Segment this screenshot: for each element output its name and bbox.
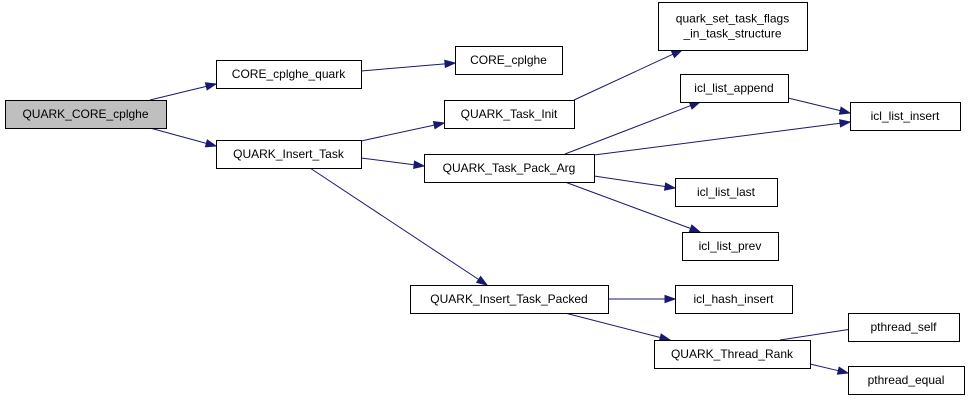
arrowhead-icon xyxy=(670,49,684,59)
arrowhead-icon xyxy=(688,101,702,110)
arrowhead-icon xyxy=(839,119,852,128)
node-box xyxy=(682,232,779,261)
arrowhead-icon xyxy=(663,182,677,191)
edge-n6-n10 xyxy=(564,181,702,233)
arrowhead-icon xyxy=(838,106,852,115)
arrowhead-icon xyxy=(475,275,489,286)
edge-n7-n8 xyxy=(787,97,852,115)
edge-line xyxy=(149,127,207,144)
node-icl-list-prev[interactable]: icl_list_prev xyxy=(682,232,779,261)
node-box xyxy=(680,74,789,103)
node-label: icl_list_prev xyxy=(699,239,762,253)
arrowhead-icon xyxy=(204,139,218,148)
node-core-cplghe-quark[interactable]: CORE_cplghe_quark xyxy=(216,60,362,89)
node-label: _in_task_structure xyxy=(682,27,781,41)
arrowhead-icon xyxy=(204,82,218,91)
node-box xyxy=(850,102,961,131)
edge-n3-n4 xyxy=(360,121,446,142)
node-label: QUARK_Task_Pack_Arg xyxy=(443,161,576,175)
node-label: QUARK_Thread_Rank xyxy=(671,347,794,361)
node-label: CORE_cplghe_quark xyxy=(232,67,346,81)
node-quark-core-cplghe[interactable]: QUARK_CORE_cplghe xyxy=(5,100,167,129)
node-box xyxy=(5,100,167,129)
edge-line xyxy=(809,363,839,372)
node-box xyxy=(216,140,362,169)
node-label: pthread_self xyxy=(870,320,937,334)
node-label: QUARK_CORE_cplghe xyxy=(22,107,148,121)
node-quark-insert-task[interactable]: QUARK_Insert_Task xyxy=(216,140,362,169)
edge-n13-n15 xyxy=(809,363,850,375)
node-quark-set-task-flags-in-task-structure[interactable]: quark_set_task_flags_in_task_structure xyxy=(658,2,808,51)
node-label: pthread_equal xyxy=(868,373,945,387)
arrowhead-icon xyxy=(413,160,426,169)
node-box xyxy=(216,60,362,89)
node-pthread-self[interactable]: pthread_self xyxy=(848,313,960,342)
node-box xyxy=(675,178,778,207)
edge-n6-n8 xyxy=(593,119,852,156)
node-label: QUARK_Task_Init xyxy=(461,107,558,121)
node-label: icl_list_append xyxy=(694,81,773,95)
edge-n3-n6 xyxy=(360,157,426,169)
edge-n11-n12 xyxy=(608,294,677,304)
edge-line xyxy=(593,175,666,188)
edge-line xyxy=(564,312,661,338)
edge-line xyxy=(149,85,207,101)
arrowhead-icon xyxy=(688,224,702,233)
node-label: QUARK_Insert_Task xyxy=(233,147,345,161)
edge-line xyxy=(360,63,446,72)
node-icl-list-last[interactable]: icl_list_last xyxy=(675,178,778,207)
node-box xyxy=(654,340,811,369)
node-box xyxy=(848,313,960,342)
edge-n0-n1 xyxy=(149,82,218,101)
arrowhead-icon xyxy=(836,366,850,375)
node-label: icl_list_insert xyxy=(871,109,940,123)
edge-n6-n7 xyxy=(564,101,702,155)
edge-line xyxy=(593,122,841,156)
edge-line xyxy=(779,328,856,341)
arrowhead-icon xyxy=(664,294,677,304)
node-label: icl_list_last xyxy=(697,185,756,199)
node-label: icl_hash_insert xyxy=(693,292,774,306)
edge-line xyxy=(564,105,691,155)
node-icl-hash-insert[interactable]: icl_hash_insert xyxy=(675,285,793,314)
arrowhead-icon xyxy=(658,333,672,342)
arrowhead-icon xyxy=(444,59,457,69)
node-quark-insert-task-packed[interactable]: QUARK_Insert_Task_Packed xyxy=(410,285,609,314)
edge-n1-n2 xyxy=(360,59,457,72)
node-core-cplghe[interactable]: CORE_cplghe xyxy=(455,46,563,75)
node-box xyxy=(848,366,965,395)
node-pthread-equal[interactable]: pthread_equal xyxy=(848,366,965,395)
edge-n6-n9 xyxy=(593,175,677,191)
node-box xyxy=(658,2,808,51)
node-quark-thread-rank[interactable]: QUARK_Thread_Rank xyxy=(654,340,811,369)
node-box xyxy=(424,154,595,183)
edge-line xyxy=(564,181,691,229)
edge-n4-n5 xyxy=(573,49,684,101)
node-box xyxy=(444,100,575,129)
node-icl-list-insert[interactable]: icl_list_insert xyxy=(850,102,961,131)
arrowhead-icon xyxy=(432,121,446,130)
edge-line xyxy=(573,53,674,101)
edge-line xyxy=(360,157,415,166)
edge-n0-n3 xyxy=(149,127,218,148)
edge-n11-n13 xyxy=(564,312,672,342)
edge-line xyxy=(787,97,841,112)
node-icl-list-append[interactable]: icl_list_append xyxy=(680,74,789,103)
node-label: CORE_cplghe xyxy=(470,53,547,67)
edge-n3-n11 xyxy=(309,167,489,286)
edge-line xyxy=(360,124,435,142)
node-quark-task-pack-arg[interactable]: QUARK_Task_Pack_Arg xyxy=(424,154,595,183)
edge-line xyxy=(309,167,479,280)
node-quark-task-init[interactable]: QUARK_Task_Init xyxy=(444,100,575,129)
node-label: quark_set_task_flags xyxy=(676,12,789,26)
node-box xyxy=(455,46,563,75)
node-box xyxy=(410,285,609,314)
node-box xyxy=(675,285,793,314)
node-label: QUARK_Insert_Task_Packed xyxy=(430,292,587,306)
nodes-layer: QUARK_CORE_cplghe CORE_cplghe_quark CORE_c… xyxy=(5,2,965,395)
